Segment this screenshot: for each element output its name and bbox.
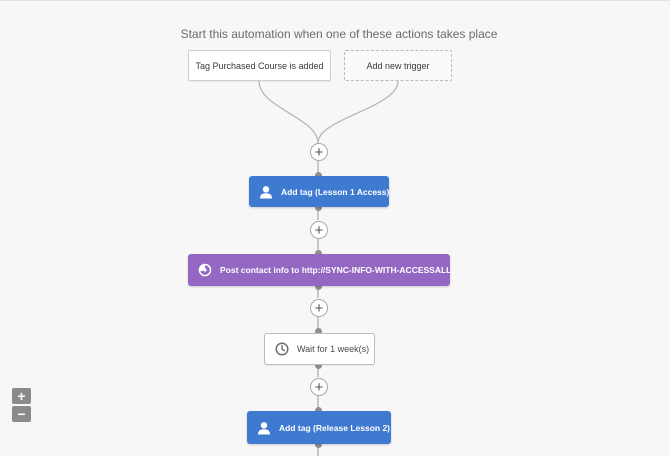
add-step-button[interactable]: + — [310, 143, 328, 161]
step-label: Add tag (Lesson 1 Access) — [281, 186, 390, 197]
automation-start-heading: Start this automation when one of these … — [180, 27, 498, 41]
plus-icon: + — [314, 299, 324, 317]
person-icon — [257, 421, 271, 435]
person-icon — [259, 185, 273, 199]
connector-dot — [315, 250, 322, 257]
step-add-tag-release-lesson-2[interactable]: Add tag (Release Lesson 2) — [247, 411, 391, 444]
connector-dot — [315, 172, 322, 179]
webhook-icon — [198, 263, 212, 277]
add-new-trigger-button[interactable]: Add new trigger — [344, 50, 452, 81]
connector-dot — [315, 204, 322, 211]
minus-icon: − — [17, 406, 26, 422]
connector-dot — [315, 441, 322, 448]
connector-dot — [315, 407, 322, 414]
plus-icon: + — [314, 378, 324, 396]
step-label: Post contact info to http://SYNC-INFO-WI… — [220, 265, 457, 275]
step-label: Wait for 1 week(s) — [297, 344, 370, 354]
zoom-in-button[interactable]: + — [12, 388, 31, 404]
trigger-tag-purchased-course[interactable]: Tag Purchased Course is added — [188, 50, 331, 81]
plus-icon: + — [314, 221, 324, 239]
clock-icon — [275, 342, 289, 356]
add-step-button[interactable]: + — [310, 378, 328, 396]
add-trigger-label: Add new trigger — [366, 60, 430, 71]
step-add-tag-lesson-1[interactable]: Add tag (Lesson 1 Access) — [249, 176, 389, 207]
add-step-button[interactable]: + — [310, 221, 328, 239]
zoom-out-button[interactable]: − — [12, 406, 31, 422]
connector-dot — [315, 283, 322, 290]
add-step-button[interactable]: + — [310, 299, 328, 317]
plus-icon: + — [314, 143, 324, 161]
step-wait-1-week[interactable]: Wait for 1 week(s) — [264, 333, 375, 365]
connector-dot — [315, 328, 322, 335]
trigger-label: Tag Purchased Course is added — [195, 60, 324, 71]
connector-dot — [315, 362, 322, 369]
plus-icon: + — [17, 388, 26, 404]
top-divider — [0, 0, 670, 1]
step-post-contact-info[interactable]: Post contact info to http://SYNC-INFO-WI… — [188, 254, 456, 286]
step-label: Add tag (Release Lesson 2) — [279, 422, 391, 433]
